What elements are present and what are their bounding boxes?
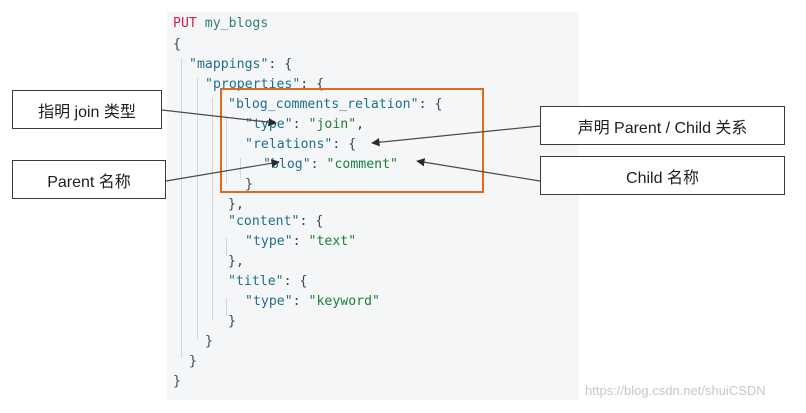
callout-declare-relation: 声明 Parent / Child 关系 — [540, 106, 785, 145]
code-line-open-root: { — [173, 35, 181, 55]
code-line-type-text: "type": "text" — [245, 234, 357, 249]
indent-guide — [226, 238, 227, 256]
indent-guide — [212, 98, 213, 320]
code-line-close-root: } — [173, 374, 181, 389]
indent-guide — [181, 58, 182, 358]
code-line-close-relation-field: }, — [228, 197, 244, 212]
join-value: "join" — [308, 117, 357, 132]
indent-guide — [226, 118, 227, 184]
code-line-title: "title": { — [228, 274, 308, 289]
relation-field-key: "blog_comments_relation" — [228, 97, 419, 112]
keyword-value: "keyword" — [308, 294, 380, 309]
indent-guide — [226, 298, 227, 316]
indent-guide — [197, 78, 198, 340]
code-line-request: PUT my_blogs — [173, 14, 268, 34]
arrow-child-name — [416, 158, 541, 182]
code-line-close-title: } — [228, 314, 236, 329]
comment-value: "comment" — [326, 157, 398, 172]
watermark-url: https://blog.csdn.net/shuiCSDN — [585, 383, 766, 398]
relation-highlight-box — [220, 88, 484, 193]
callout-join-type: 指明 join 类型 — [12, 90, 162, 129]
index-name: my_blogs — [204, 16, 269, 31]
mappings-key: "mappings" — [189, 57, 269, 72]
code-line-relation-field: "blog_comments_relation": { — [228, 97, 443, 112]
code-line-content: "content": { — [228, 214, 324, 229]
title-key: "title" — [228, 274, 284, 289]
http-method: PUT — [173, 16, 197, 31]
content-key: "content" — [228, 214, 300, 229]
arrow-parent-name — [165, 159, 280, 182]
callout-parent-name: Parent 名称 — [12, 160, 166, 199]
arrow-join-type — [161, 109, 277, 127]
text-value: "text" — [308, 234, 357, 249]
relations-key: "relations" — [245, 137, 333, 152]
arrow-declare-relation — [371, 125, 541, 147]
code-panel — [167, 12, 579, 400]
code-line-close-relations: } — [245, 177, 253, 192]
code-line-close-properties: } — [205, 334, 213, 349]
code-line-close-content: }, — [228, 254, 244, 269]
callout-child-name: Child 名称 — [540, 156, 785, 195]
brace: { — [173, 37, 181, 52]
code-line-relations: "relations": { — [245, 137, 357, 152]
code-line-close-mappings: } — [189, 354, 197, 369]
code-line-mappings: "mappings": { — [189, 57, 293, 72]
code-line-type-keyword: "type": "keyword" — [245, 294, 380, 309]
